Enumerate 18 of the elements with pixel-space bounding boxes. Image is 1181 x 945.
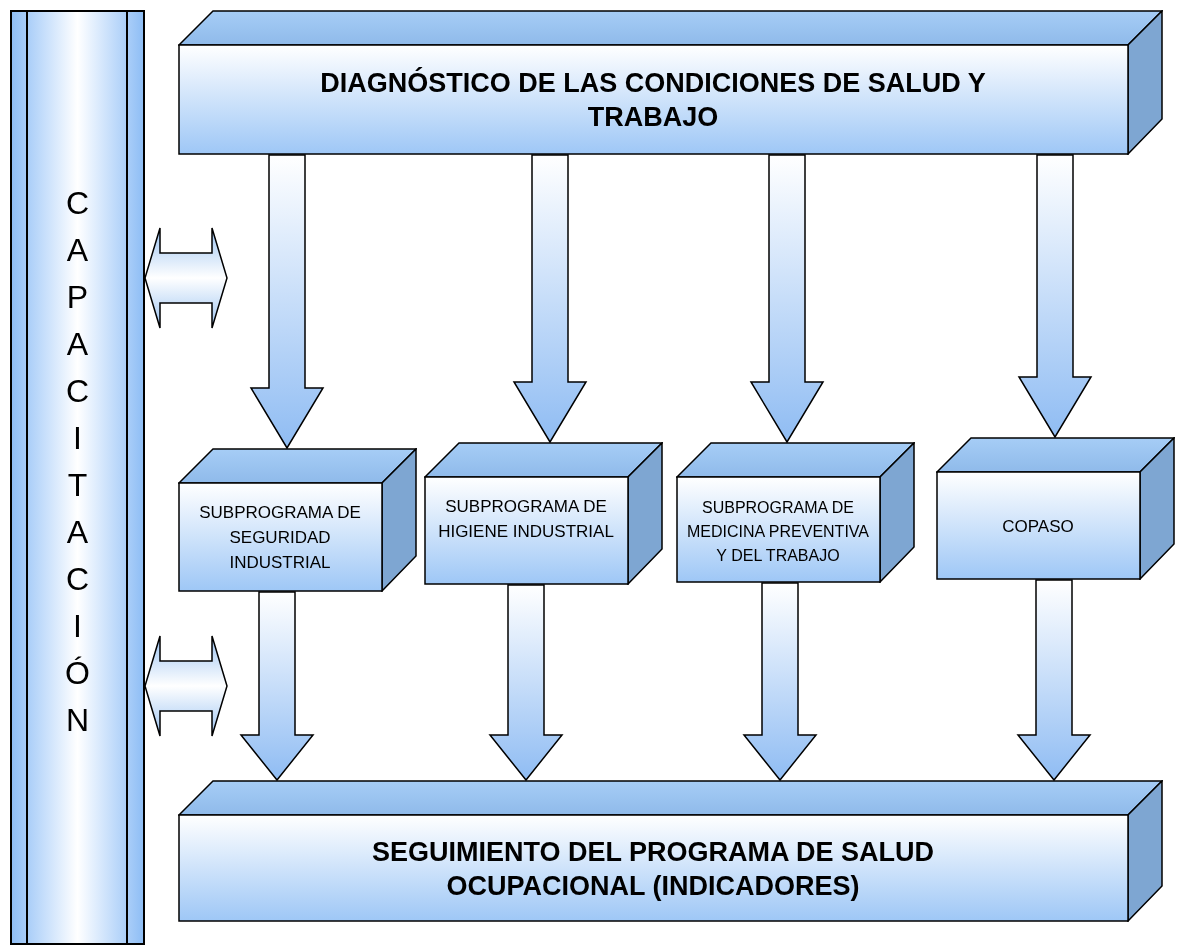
- block-arrow: [1016, 579, 1092, 782]
- block-arrow: [742, 582, 818, 782]
- block-arrow: [1017, 154, 1093, 439]
- box-label: SUBPROGRAMA DE SEGURIDAD INDUSTRIAL: [198, 502, 362, 574]
- block-arrow: [239, 591, 315, 782]
- training-column: [10, 10, 145, 945]
- block-arrow: [249, 154, 325, 450]
- box-label: SUBPROGRAMA DE MEDICINA PREVENTIVA Y DEL TRABAJO: [686, 498, 870, 566]
- box-label: SUBPROGRAMA DE HIGIENE INDUSTRIAL: [437, 496, 615, 543]
- block-arrow: [144, 227, 228, 329]
- block-arrow: [488, 584, 564, 782]
- vertical-label: CAPACITACIÓN: [64, 184, 91, 740]
- box-label: COPASO: [1002, 515, 1074, 538]
- block-arrow: [512, 154, 588, 444]
- box-label: SEGUIMIENTO DEL PROGRAMA DE SALUD OCUPACIONAL (INDICADORES): [370, 835, 935, 903]
- block-arrow: [749, 154, 825, 444]
- box-label: DIAGNÓSTICO DE LAS CONDICIONES DE SALUD Y TRABAJO: [319, 66, 987, 134]
- block-arrow: [144, 635, 228, 737]
